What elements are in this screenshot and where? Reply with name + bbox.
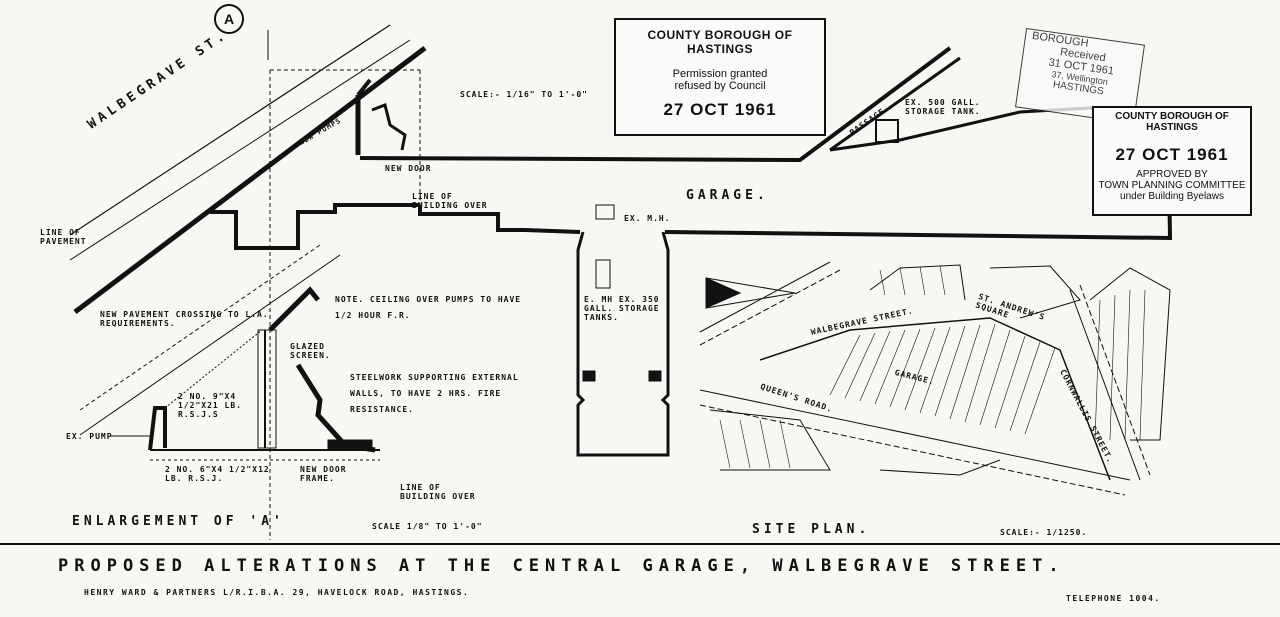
stamp-line: Permission granted [672,68,768,80]
drawing-title: PROPOSED ALTERATIONS AT THE CENTRAL GARA… [58,556,1065,576]
enlargement-detail [110,286,380,461]
site-plan-title: SITE PLAN. [752,522,871,537]
title-block [0,543,1280,617]
rsj-label-1: 2 NO. 9"X4 1/2"X21 LB. R.S.J.S [178,392,242,419]
line-of-building-label-2: LINE OF BUILDING OVER [400,483,476,501]
enlargement-title: ENLARGEMENT OF 'A' [72,514,285,529]
telephone-label: TELEPHONE 1004. [1066,594,1161,603]
line-of-building-label-1: LINE OF BUILDING OVER [412,192,488,210]
steelwork-note-label: STEELWORK SUPPORTING EXTERNAL WALLS, TO … [350,373,519,414]
line-of-pavement-label: LINE OF PAVEMENT [40,228,87,246]
stamp-header: COUNTY BOROUGH OF HASTINGS [647,28,793,56]
street-lines [69,24,427,436]
storage-tank-label: EX. 500 GALL. STORAGE TANK. [905,98,981,116]
tanks-label: E. MH EX. 350 GALL. STORAGE TANKS. [584,295,660,322]
stamp-date: 27 OCT 1961 [663,100,777,119]
stamp-line: refused by Council [674,80,766,92]
site-scale-label: SCALE:- 1/1250. [1000,528,1088,537]
council-stamp-approved: COUNTY BOROUGH OF HASTINGS 27 OCT 1961 A… [1092,106,1252,216]
ceiling-note-label: NOTE. CEILING OVER PUMPS TO HAVE 1/2 HOU… [335,295,522,320]
rsj-label-2: 2 NO. 6"X4 1/2"X12 LB. R.S.J. [165,465,270,483]
stamp-line: under Building Byelaws [1120,191,1224,202]
pavement-crossing-label: NEW PAVEMENT CROSSING TO L.A. REQUIREMEN… [100,310,269,328]
new-door-label: NEW DOOR [385,164,432,173]
garage-plan [210,30,1173,540]
garage-label: GARAGE. [686,188,769,203]
site-plan-buildings [719,265,1146,469]
glazed-screen-label: GLAZED SCREEN. [290,342,331,360]
ex-mh-label: EX. M.H. [624,214,671,223]
stamp-line: APPROVED BY [1136,169,1208,180]
north-arrow [705,277,796,309]
ex-pump-label: EX. PUMP [66,432,113,441]
new-door-frame-label: NEW DOOR FRAME. [300,465,347,483]
site-plan-map [699,261,1171,496]
enlargement-scale-label: SCALE 1/8" TO 1'-0" [372,522,483,531]
storage-tanks [576,231,670,457]
council-stamp-permission: COUNTY BOROUGH OF HASTINGS Permission gr… [614,18,826,136]
stamp-header: COUNTY BOROUGH OF HASTINGS [1115,111,1229,133]
section-marker: A [214,4,244,34]
stamp-line: TOWN PLANNING COMMITTEE [1098,180,1246,191]
scale-label-main: SCALE:- 1/16" TO 1'-0" [460,90,588,99]
architect-credit: HENRY WARD & PARTNERS L/R.I.B.A. 29, HAV… [84,588,470,597]
stamp-date: 27 OCT 1961 [1115,145,1229,164]
